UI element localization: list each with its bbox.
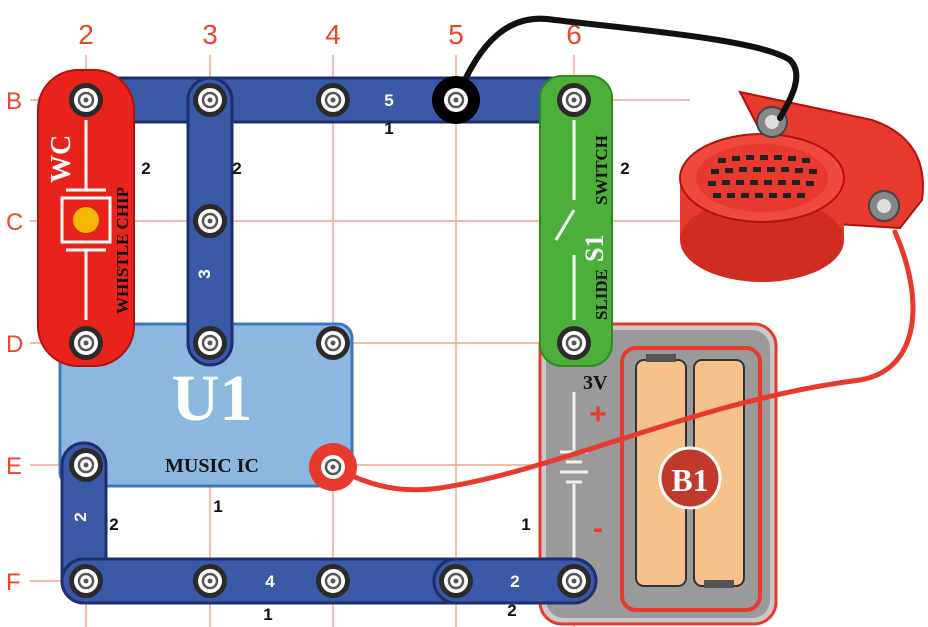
level-bottom-2: 2 [507, 601, 516, 620]
speaker[interactable] [679, 90, 924, 282]
column-label-2: 2 [78, 19, 94, 50]
jumper-wire-black[interactable] [453, 15, 800, 121]
snap-post-black-jumper[interactable] [432, 76, 480, 124]
music-ic-u1[interactable]: U1 MUSIC IC [58, 322, 354, 488]
whistle-name-label: WHISTLE CHIP [113, 187, 132, 314]
jumper-wire-red[interactable] [330, 229, 916, 493]
level-switch: 2 [620, 159, 629, 178]
battery-symbol-icon [560, 392, 588, 560]
battery-plus-label: + [589, 398, 607, 431]
switch-id-label: S1 [580, 235, 609, 262]
battery-voltage-label: 3V [583, 372, 608, 394]
slide-switch-s1[interactable]: S1 SWITCH SLIDE [539, 75, 613, 367]
level-whistle: 2 [141, 159, 150, 178]
level-bottom-4: 1 [263, 605, 272, 624]
battery-id-label: B1 [671, 462, 708, 498]
snap-wire-2-bottom[interactable] [432, 557, 598, 605]
wire-number-bottom-right: 2 [510, 572, 519, 591]
column-label-3: 3 [202, 19, 218, 50]
snap-post[interactable] [557, 564, 591, 598]
switch-name-bottom-label: SLIDE [592, 269, 611, 320]
speaker-grille-icon [708, 155, 817, 198]
snap-post[interactable] [439, 564, 473, 598]
wire-number-lower-left: 2 [71, 512, 90, 521]
level-top-wire: 1 [384, 119, 393, 138]
snap-post[interactable] [193, 83, 227, 117]
level-music-ic: 1 [213, 497, 222, 516]
snap-post[interactable] [316, 326, 350, 360]
snap-post[interactable] [69, 83, 103, 117]
row-label-e: E [6, 453, 22, 480]
level-battery: 1 [521, 515, 530, 534]
column-label-6: 6 [566, 19, 582, 50]
wire-number-vertical: 3 [195, 269, 214, 278]
snap-post[interactable] [557, 83, 591, 117]
column-label-4: 4 [325, 19, 341, 50]
snap-post[interactable] [316, 564, 350, 598]
music-ic-id-label: U1 [172, 362, 253, 435]
music-ic-name-label: MUSIC IC [165, 455, 259, 477]
snap-post-red-jumper[interactable] [309, 443, 357, 491]
snap-post[interactable] [193, 204, 227, 238]
level-lower-left-2: 2 [109, 515, 118, 534]
battery-holder-b1[interactable]: B1 3V + - [538, 322, 778, 626]
snap-post[interactable] [193, 564, 227, 598]
snap-post[interactable] [69, 326, 103, 360]
wire-number-bottom-left: 4 [265, 572, 275, 591]
wire-number-top: 5 [384, 91, 393, 110]
row-label-c: C [6, 209, 23, 236]
whistle-chip-wc[interactable]: WC WHISTLE CHIP [37, 69, 135, 367]
snap-posts [69, 76, 591, 598]
battery-minus-label: - [593, 512, 603, 545]
row-label-b: B [6, 88, 22, 115]
row-label-f: F [6, 569, 21, 596]
snap-post[interactable] [557, 326, 591, 360]
whistle-id-label: WC [46, 135, 77, 183]
snap-post[interactable] [316, 83, 350, 117]
snap-post[interactable] [69, 564, 103, 598]
snap-post[interactable] [193, 326, 227, 360]
column-label-5: 5 [448, 19, 464, 50]
row-label-d: D [6, 331, 23, 358]
level-vertical-3: 2 [232, 159, 241, 178]
switch-name-top-label: SWITCH [592, 135, 611, 205]
snap-post[interactable] [69, 448, 103, 482]
